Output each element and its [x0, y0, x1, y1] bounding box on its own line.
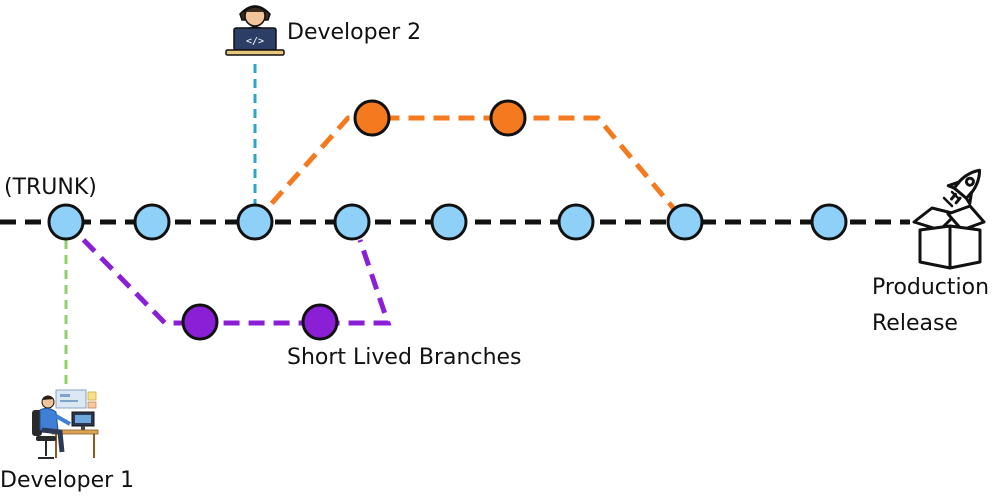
trunk-commit — [47, 203, 85, 241]
purple-branch-line — [64, 220, 392, 326]
trunk-commit — [430, 203, 468, 241]
trunk-label: (TRUNK) — [4, 175, 97, 200]
orange-branch-commits — [353, 99, 527, 137]
rocket-box-icon — [912, 168, 986, 270]
trunk-commit — [333, 203, 371, 241]
trunk-commits — [47, 203, 848, 241]
developer-1-label: Developer 1 — [0, 468, 135, 493]
production-release-label-line-2: Release — [872, 311, 958, 336]
orange-branch-commit — [353, 99, 391, 137]
purple-branch-commits — [181, 303, 339, 341]
orange-branch-commit — [489, 99, 527, 137]
trunk-commit — [810, 203, 848, 241]
developer-laptop-icon: </> — [225, 5, 285, 56]
developer-desk-icon — [32, 389, 99, 459]
purple-branch-commit — [181, 303, 219, 341]
trunk-commit — [557, 203, 595, 241]
trunk-commit — [666, 203, 704, 241]
developer-2-label: Developer 2 — [287, 20, 422, 45]
trunk-commit — [236, 203, 274, 241]
trunk-commit — [133, 203, 171, 241]
orange-branch-line — [253, 115, 687, 224]
purple-branch-commit — [301, 303, 339, 341]
svg-text:</>: </> — [246, 36, 264, 47]
production-release-label: Production Release — [872, 270, 989, 342]
short-lived-branches-label: Short Lived Branches — [287, 345, 522, 370]
production-release-label-line-1: Production — [872, 275, 990, 300]
